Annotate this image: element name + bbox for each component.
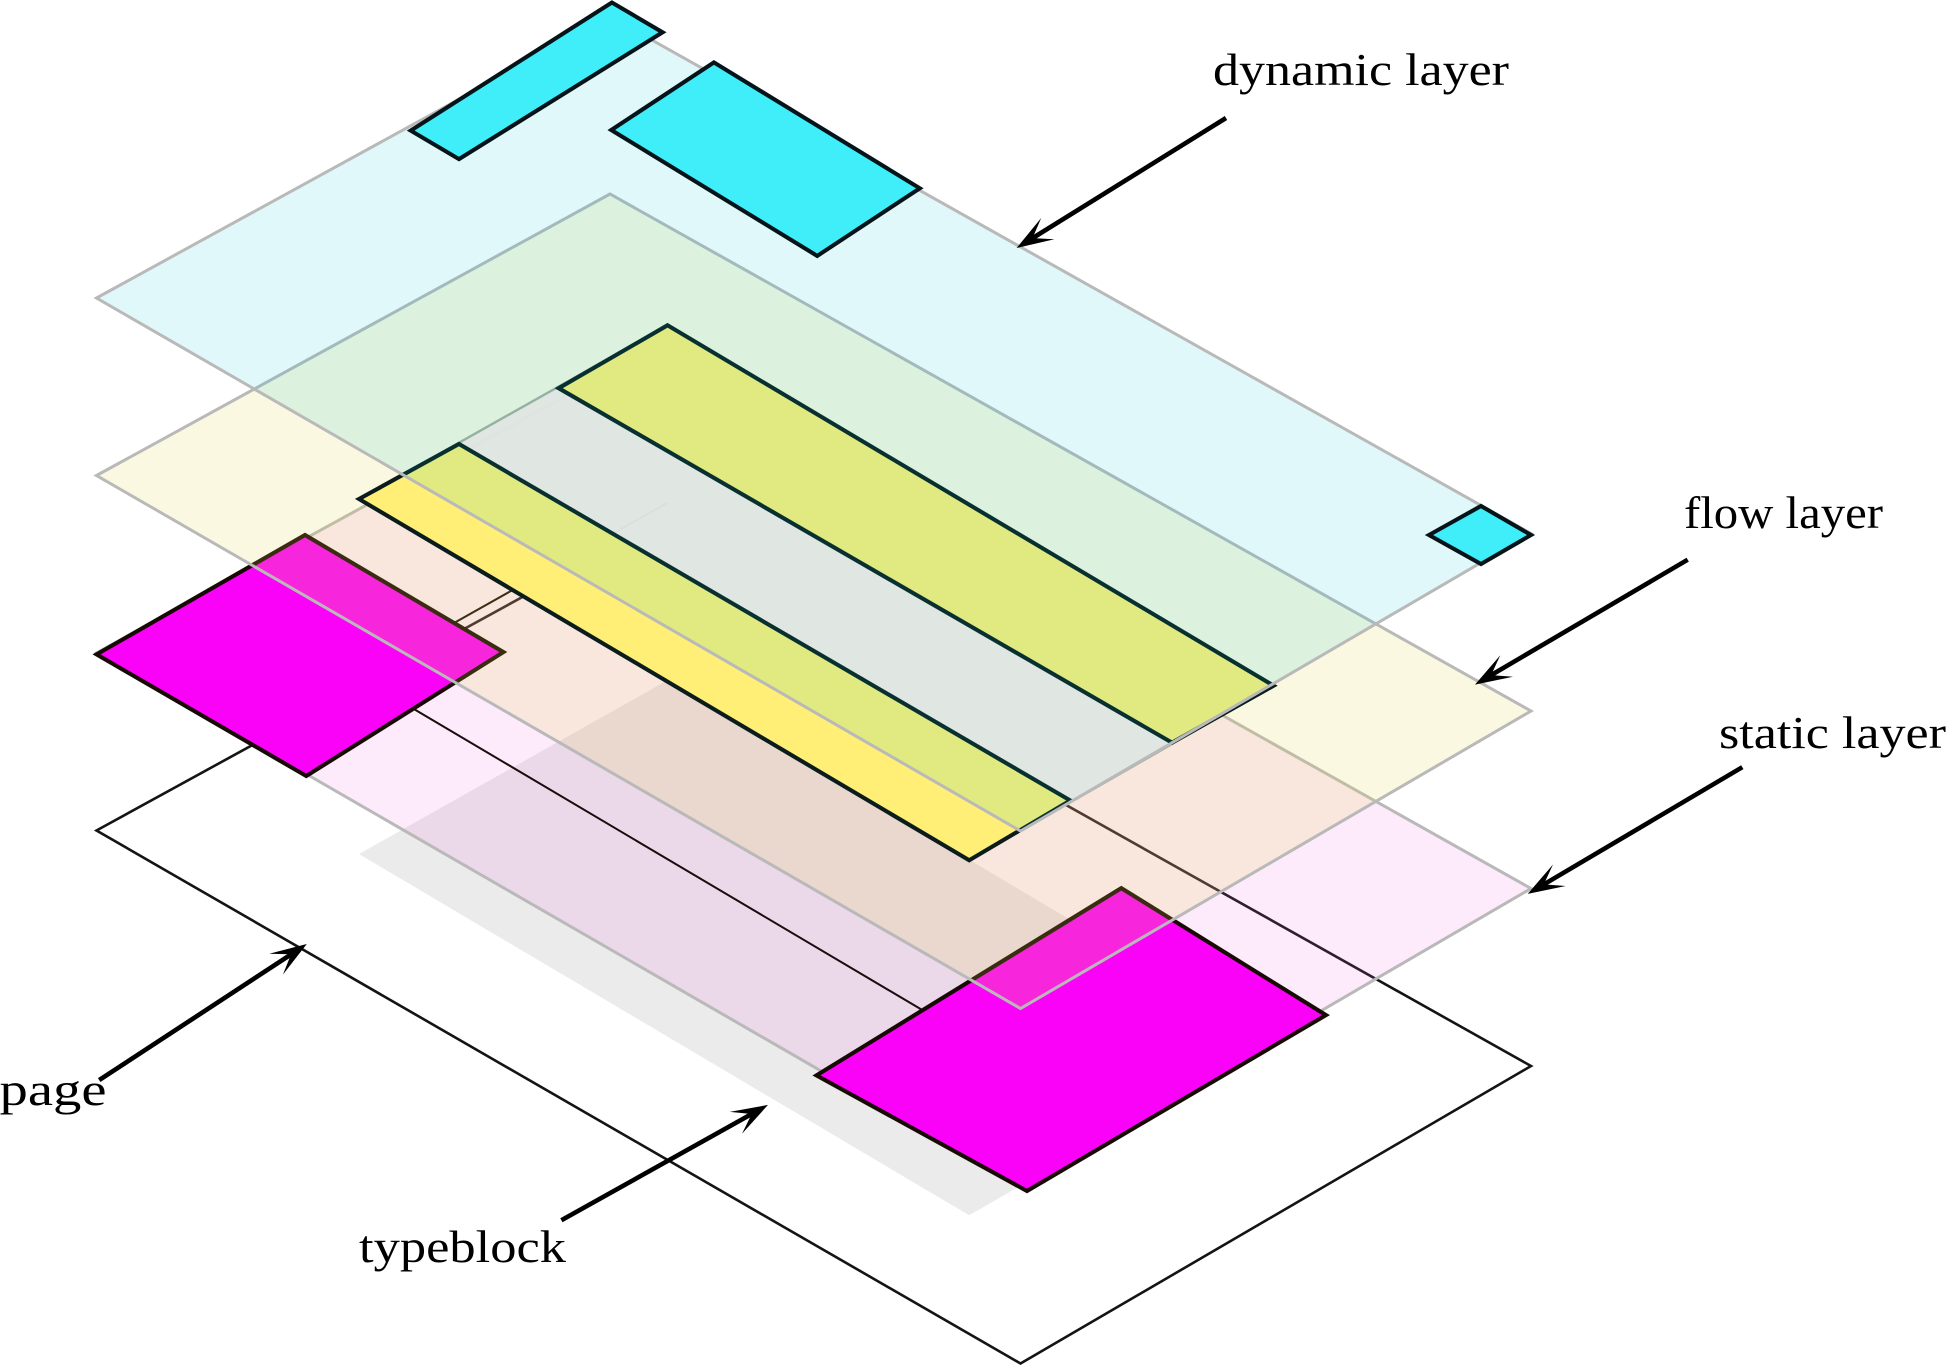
svg-text:flow layer: flow layer [1684,487,1883,538]
svg-text:dynamic layer: dynamic layer [1213,44,1509,95]
svg-text:page: page [0,1064,107,1115]
svg-text:static layer: static layer [1719,707,1946,758]
svg-text:typeblock: typeblock [359,1221,566,1272]
